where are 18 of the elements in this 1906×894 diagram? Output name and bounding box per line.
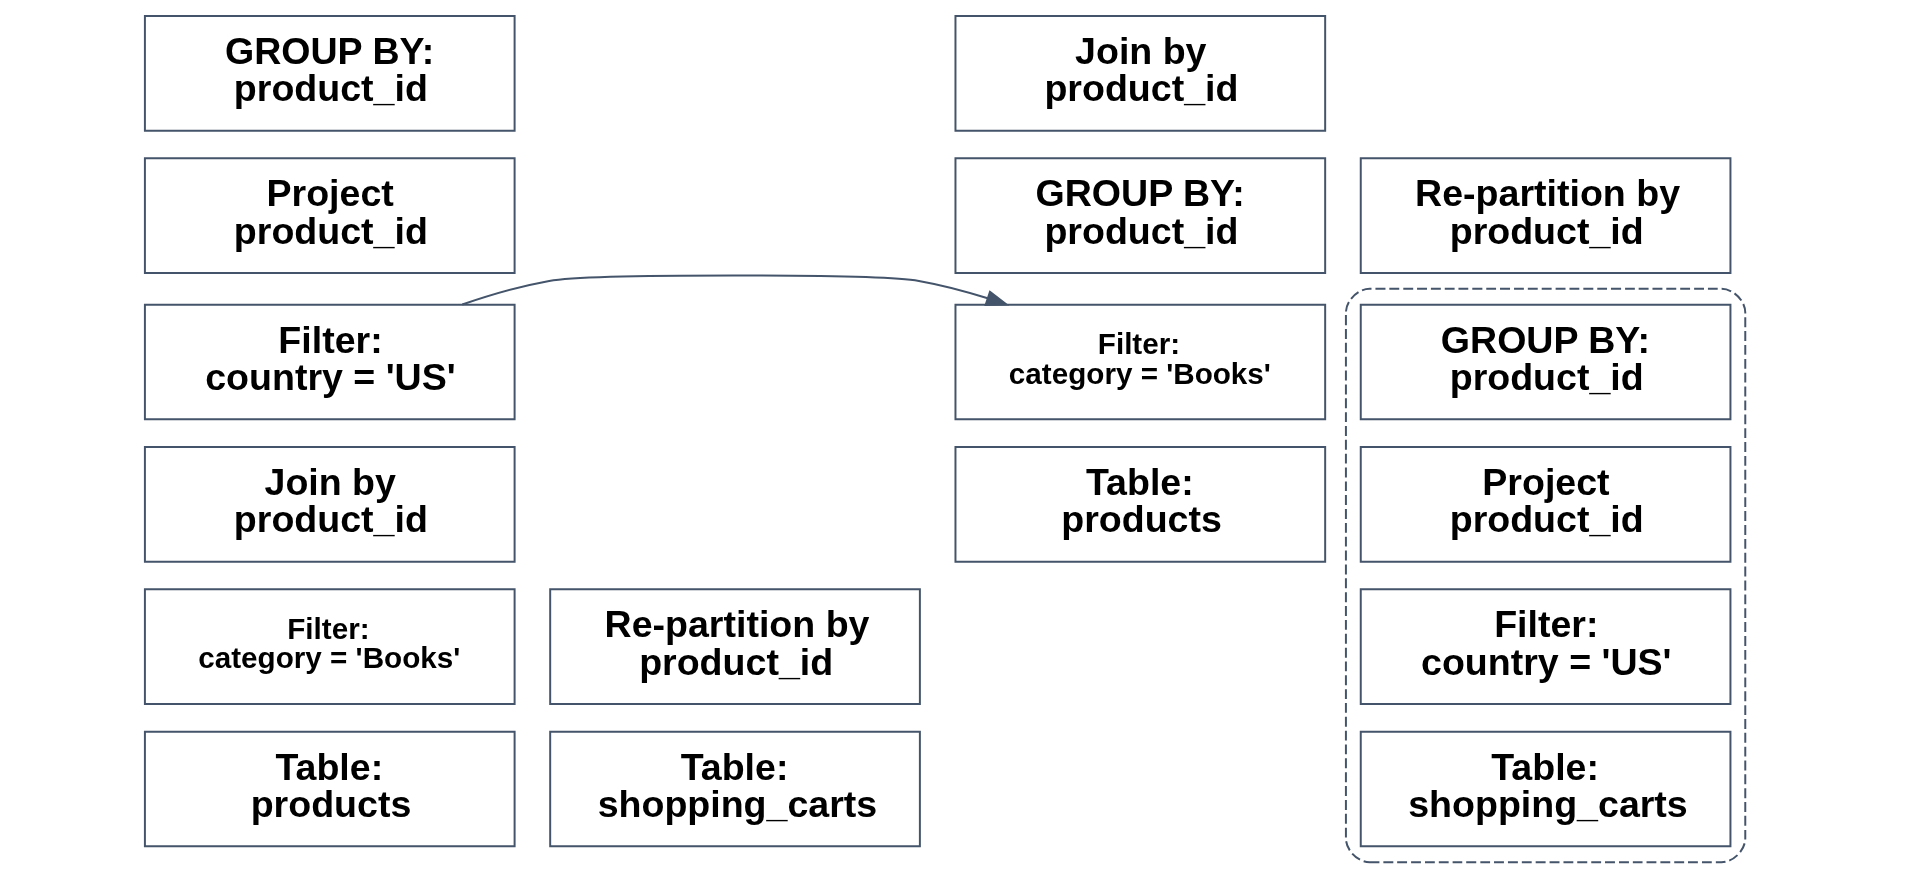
node-box: Re-partition by product_id [1359,157,1732,274]
node-box: Filter: country = 'US' [143,303,516,421]
node-box: GROUP BY: product_id [954,157,1327,274]
node-box: GROUP BY: product_id [143,15,516,132]
node-box: Join by product_id [143,446,516,563]
node-box: Filter: category = 'Books' [954,303,1327,421]
node-box: Project product_id [1359,446,1732,563]
node-box: Filter: country = 'US' [1359,588,1732,705]
node-box: Project product_id [143,157,516,274]
cluster [1344,287,1747,864]
node-box: Table: shopping_carts [549,730,921,848]
node-box: Join by product_id [954,15,1327,132]
node-box: Table: products [143,730,516,848]
node-box: Table: products [954,446,1327,563]
node-box: Filter: category = 'Books' [143,588,516,705]
node-box: Table: shopping_carts [1359,730,1732,848]
node-box: GROUP BY: product_id [1359,303,1732,421]
node-box: Re-partition by product_id [549,588,921,705]
